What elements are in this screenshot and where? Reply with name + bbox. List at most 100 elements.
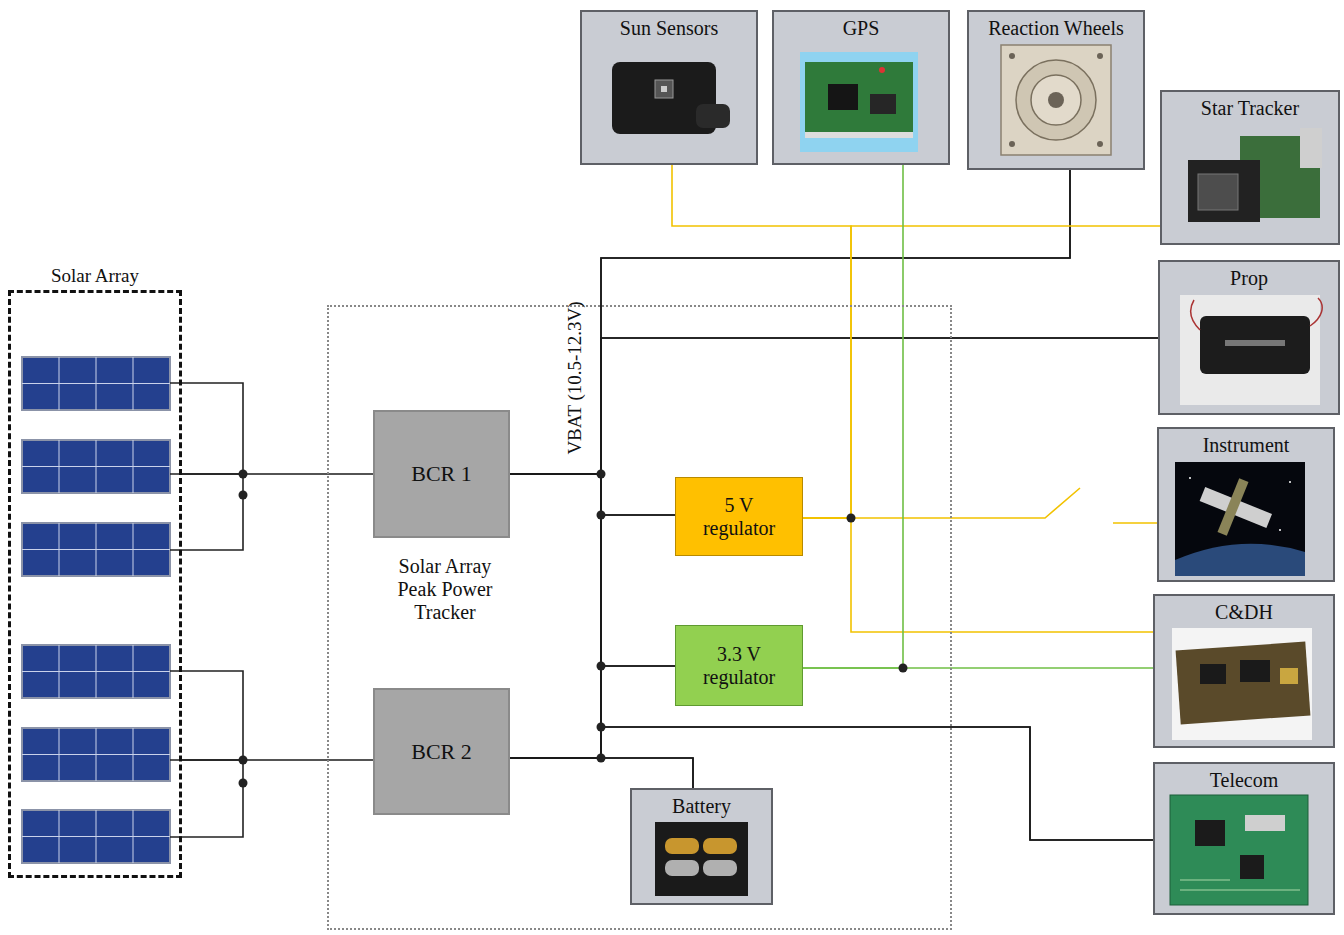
star [1189, 477, 1191, 479]
power-line [510, 338, 1158, 758]
tracker-housing [1188, 160, 1260, 222]
thruster-label [1225, 340, 1285, 346]
power-line [510, 758, 693, 788]
telecom-shield [1245, 815, 1285, 831]
box-fill [373, 410, 510, 538]
box-fill [1157, 427, 1335, 582]
component-name: Sun Sensors [620, 17, 718, 40]
block-name: BCR 1 [411, 461, 472, 486]
power-line [803, 667, 1153, 669]
actuator-box: Reaction Wheels [967, 10, 1145, 170]
cdh-chip [1240, 660, 1270, 682]
mount-hole [1097, 53, 1103, 59]
charge-regulator-box: BCR 2 [373, 688, 510, 815]
power-line [510, 170, 1070, 474]
sun-sensor-cell [661, 86, 667, 92]
tracker-bracket [1300, 128, 1322, 168]
box-fill [1160, 90, 1340, 245]
battery-cell [703, 838, 737, 854]
group-title: Solar Array [51, 265, 139, 287]
sun-sensor-aperture [655, 80, 673, 98]
solar-panel [22, 440, 170, 493]
power-line [510, 170, 1070, 758]
region-title: Solar Array Peak Power Tracker [386, 555, 504, 624]
junction-dot [239, 491, 248, 500]
junction-dot [239, 779, 248, 788]
prop-background [1180, 295, 1320, 405]
box-fill [630, 788, 773, 905]
power-line [672, 165, 851, 518]
cdh-background [1172, 628, 1312, 740]
box-fill [373, 688, 510, 815]
sun-sensor-tab [696, 104, 730, 128]
power-line [510, 474, 1153, 840]
earth-limb [1175, 544, 1305, 576]
power-line [182, 759, 373, 761]
voltage-regulator-box: 3.3 V regulator [675, 625, 803, 706]
thruster-wires [1191, 298, 1323, 330]
box-fill [1153, 594, 1335, 748]
gps-led [879, 67, 885, 73]
star [1279, 529, 1281, 531]
panel-wire [170, 671, 243, 837]
gps-background [800, 52, 918, 152]
gps-chip [870, 94, 896, 114]
box-fill [772, 10, 950, 165]
solar-panel [22, 523, 170, 576]
component-name: GPS [843, 17, 880, 40]
wheel-hub [1048, 92, 1064, 108]
cdh-board [1176, 642, 1311, 725]
junction-dot [597, 470, 606, 479]
panel-grid [22, 645, 170, 698]
power-line [510, 515, 675, 758]
panel-wire [170, 383, 243, 550]
battery-cell [703, 860, 737, 876]
subsystem-box: C&DH [1153, 594, 1335, 748]
component-name: Prop [1230, 267, 1268, 290]
power-line [510, 727, 1153, 840]
panel-grid [22, 810, 170, 863]
power-line [803, 226, 1160, 518]
component-name: C&DH [1215, 601, 1273, 624]
junction-dot [597, 723, 606, 732]
power-line [510, 474, 675, 515]
box-fill [967, 10, 1145, 170]
power-tracker-region: Solar Array Peak Power Tracker BCR 1 5 V r… [327, 305, 952, 930]
battery-background [655, 822, 748, 896]
box-fill [1153, 762, 1335, 915]
junction-dot [847, 514, 856, 523]
sensor-box: Sun Sensors [580, 10, 758, 165]
box-fill [580, 10, 758, 165]
label-holder: VBAT (10.5-12.3V) [564, 301, 586, 454]
telescope-panel [1218, 478, 1249, 536]
solar-panel [22, 357, 170, 410]
junction-dot [597, 511, 606, 520]
solar-panel [22, 645, 170, 698]
solar-panel [22, 810, 170, 863]
payload-box: Instrument [1157, 427, 1335, 582]
component-name: Battery [672, 795, 731, 818]
power-line [510, 666, 675, 758]
telecom-traces [1180, 880, 1300, 890]
junction-dot [597, 754, 606, 763]
telecom-chip [1195, 820, 1225, 846]
mount-hole [1097, 141, 1103, 147]
power-line [803, 518, 1153, 632]
component-name: Reaction Wheels [988, 17, 1124, 40]
sensor-box: Star Tracker [1160, 90, 1340, 245]
mount-hole [1009, 141, 1015, 147]
junction-dot [239, 470, 248, 479]
charge-regulator-box: BCR 1 [373, 410, 510, 538]
gps-chip [828, 84, 858, 110]
subsystem-box: Prop [1158, 260, 1340, 415]
solar-panel [22, 728, 170, 781]
cdh-connector [1280, 668, 1298, 684]
thruster-body [1200, 316, 1310, 374]
voltage-regulator-box: 5 V regulator [675, 477, 803, 556]
panel-grid [22, 440, 170, 493]
battery-cell [665, 860, 699, 876]
